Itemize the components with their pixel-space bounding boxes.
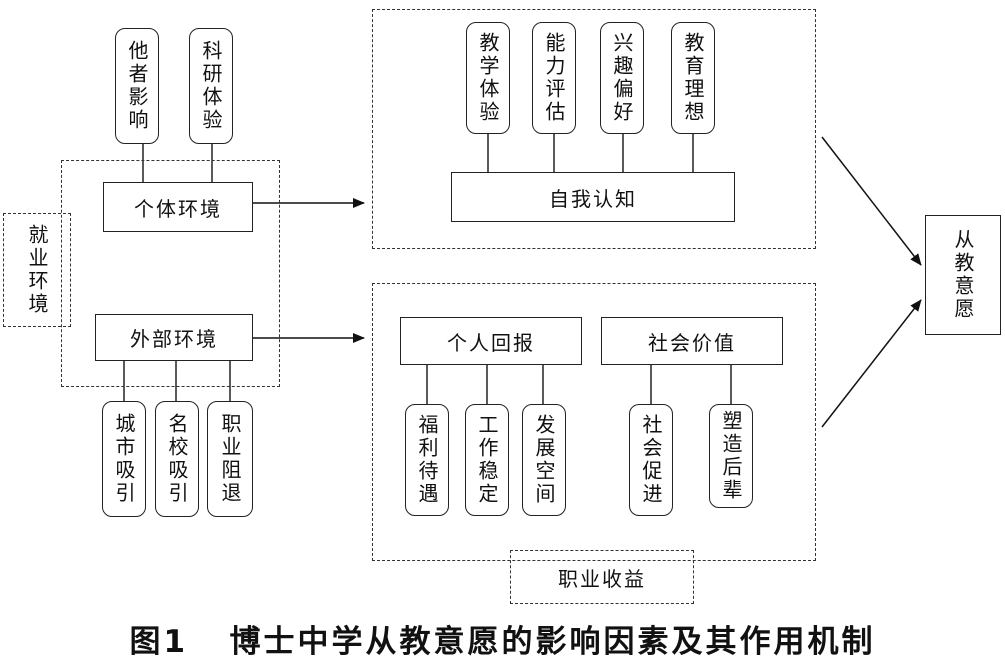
factor-school-attraction: 名校吸引 bbox=[155, 401, 199, 517]
factor-teaching-experience: 教学体验 bbox=[466, 22, 510, 134]
factor-educational-ideal: 教育理想 bbox=[671, 22, 715, 134]
external-environment-box: 外部环境 bbox=[95, 314, 253, 361]
factor-shaping-juniors: 塑造后辈 bbox=[709, 404, 753, 508]
arrow-self-cognition-to-outcome bbox=[821, 136, 922, 266]
environment-group-frame bbox=[61, 160, 280, 387]
figure-caption: 图1 博士中学从教意愿的影响因素及其作用机制 bbox=[129, 624, 876, 660]
arrow-career-benefit-to-outcome bbox=[821, 299, 922, 428]
individual-environment-box: 个体环境 bbox=[103, 182, 253, 232]
self-cognition-box: 自我认知 bbox=[451, 172, 735, 222]
factor-other-influence: 他者影响 bbox=[115, 28, 159, 144]
factor-career-deterrence: 职业阻退 bbox=[207, 401, 253, 517]
social-value-box: 社会价值 bbox=[601, 317, 783, 365]
factor-city-attraction: 城市吸引 bbox=[102, 401, 146, 517]
outcome-box: 从教意愿 bbox=[925, 215, 1001, 335]
career-benefit-label: 职业收益 bbox=[510, 550, 694, 604]
employment-environment-label: 就业环境 bbox=[3, 213, 71, 327]
factor-ability-assessment: 能力评估 bbox=[532, 22, 576, 134]
factor-development-space: 发展空间 bbox=[522, 404, 566, 516]
factor-interest-preference: 兴趣偏好 bbox=[600, 22, 644, 134]
factor-job-stability: 工作稳定 bbox=[465, 404, 509, 516]
factor-welfare: 福利待遇 bbox=[405, 404, 449, 516]
career-benefit-group-frame bbox=[372, 283, 816, 561]
factor-research-experience: 科研体验 bbox=[189, 28, 233, 144]
self-cognition-group-frame bbox=[372, 9, 816, 249]
factor-social-promotion: 社会促进 bbox=[629, 404, 673, 516]
personal-return-box: 个人回报 bbox=[400, 317, 582, 365]
